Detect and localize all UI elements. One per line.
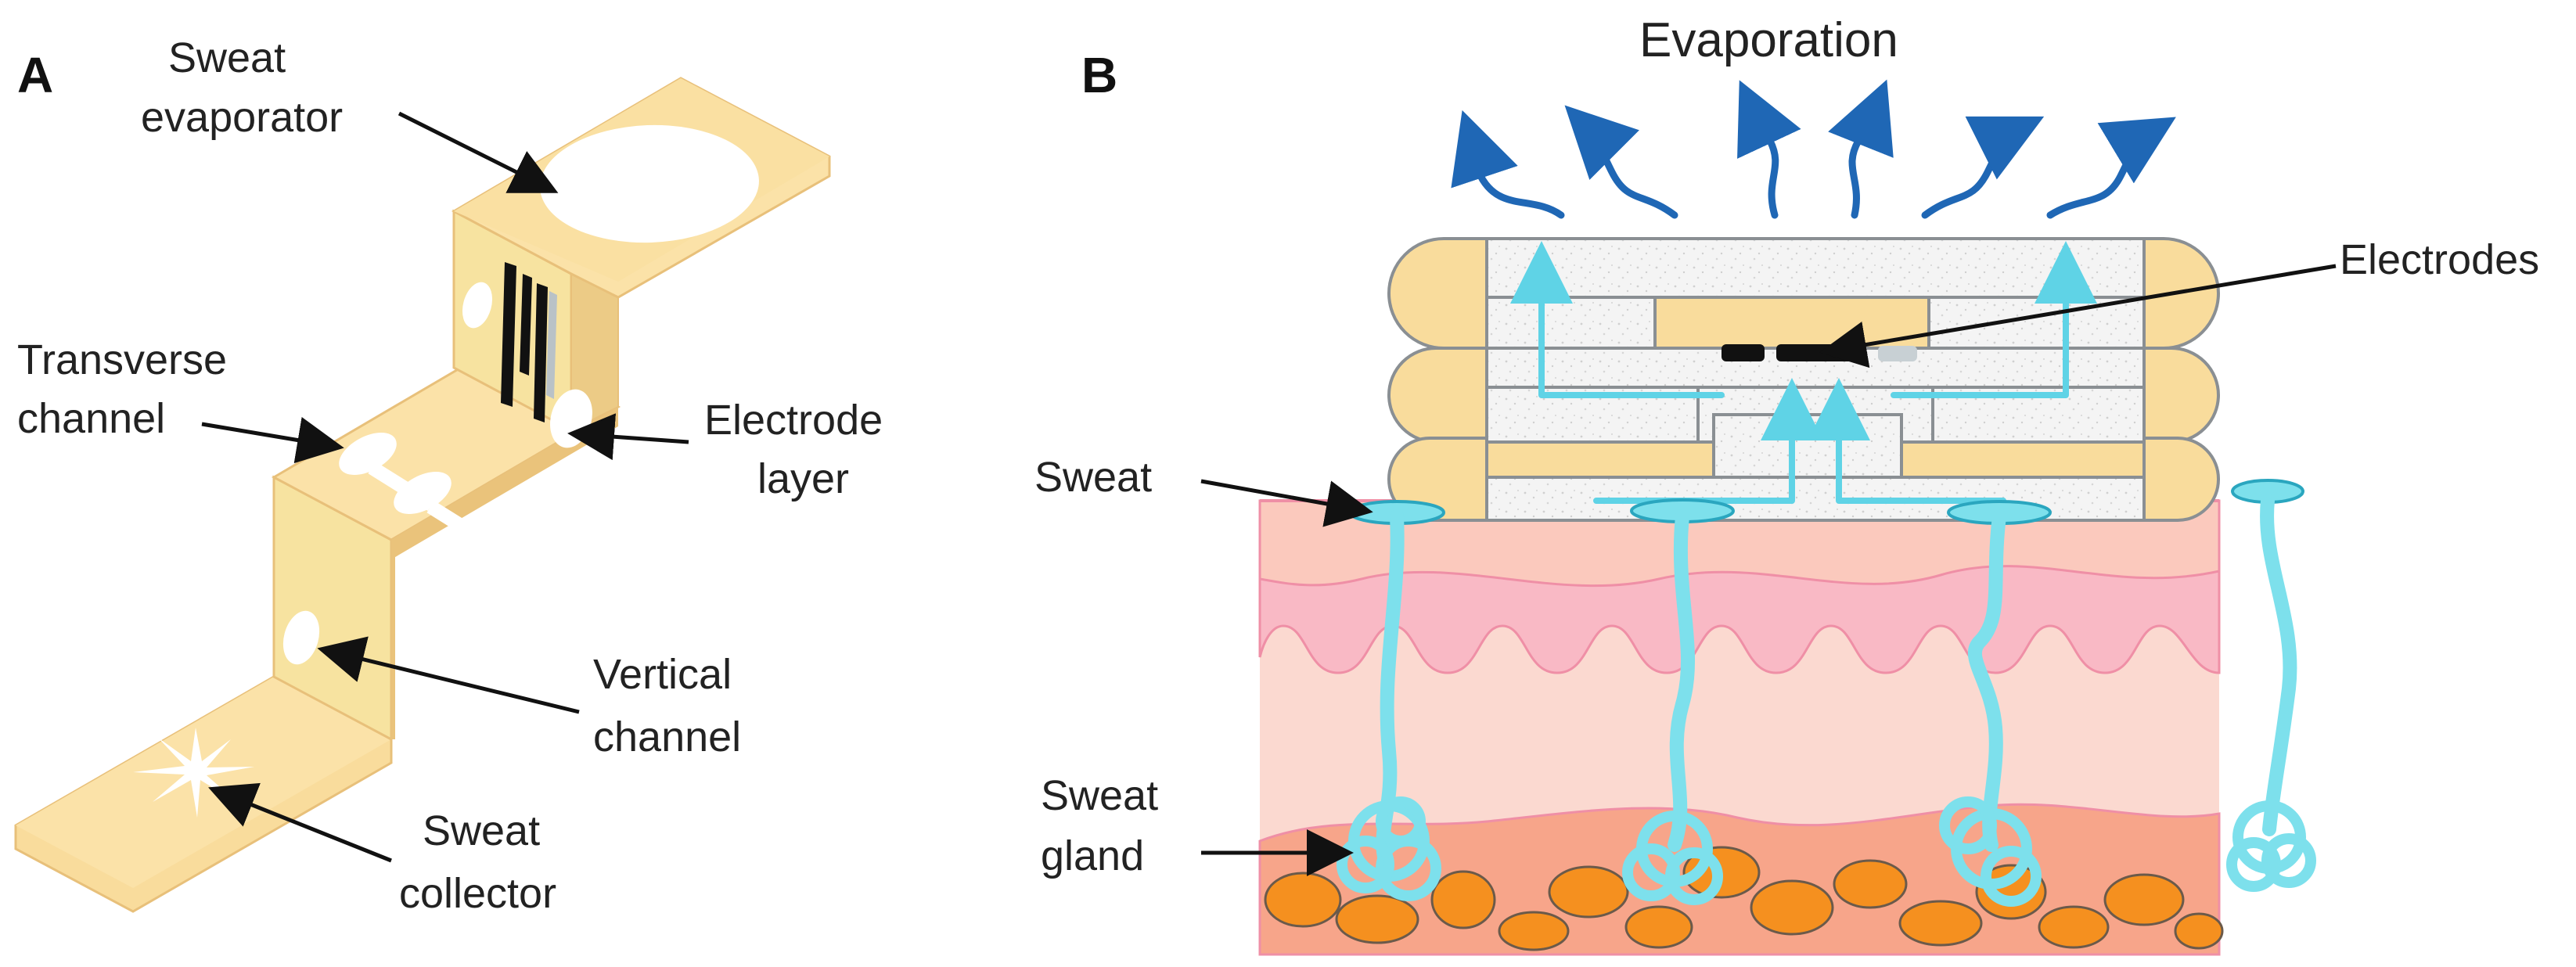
evaporation-arrows	[1451, 79, 2176, 219]
arrow-electrodes	[1819, 264, 2337, 368]
electrode-3	[1878, 346, 1917, 361]
label-evaporation: Evaporation	[1639, 13, 1898, 67]
evap-arrow-6	[2046, 117, 2176, 219]
sweat-glands	[1337, 479, 2316, 907]
label-sweat-gland: Sweat gland	[1041, 772, 1354, 879]
electrode-strips	[501, 262, 557, 422]
label-transverse-line2: channel	[17, 395, 165, 442]
label-sweat-evaporator: Sweat evaporator	[141, 34, 559, 193]
label-electrode-line2: layer	[757, 455, 849, 502]
electrode-panel-hole-left	[462, 282, 493, 329]
label-sweat-evaporator-line2: evaporator	[141, 94, 343, 141]
flow-left-up	[1510, 241, 1725, 398]
evap-arrow-1	[1451, 110, 1565, 219]
panel-b-label: B	[1081, 47, 1117, 103]
arrow-sweat-collector	[208, 782, 392, 863]
arrow-sweat-evaporator	[398, 111, 559, 193]
label-electrodes: Electrodes	[1819, 236, 2539, 368]
label-electrode-line1: Electrode	[704, 397, 883, 444]
arrow-electrode-layer	[567, 413, 689, 461]
label-collector-line1: Sweat	[423, 807, 540, 854]
device-inner	[1485, 237, 2146, 522]
collector-starburst	[133, 728, 254, 818]
evap-arrow-5	[1921, 116, 2045, 219]
label-collector-line2: collector	[399, 870, 556, 917]
device-electrodes	[1722, 344, 1917, 361]
label-vertical-line2: channel	[593, 714, 741, 760]
evaporator-hole	[540, 124, 759, 243]
evaporator-layer	[1485, 237, 2146, 299]
label-sweat-gland-line2: gland	[1041, 832, 1144, 879]
skin-cross-section	[1258, 499, 2224, 956]
arrow-vertical-channel	[317, 636, 580, 714]
label-transverse-channel: Transverse channel	[17, 336, 344, 464]
evap-arrow-4	[1828, 79, 1894, 219]
arrow-transverse-channel	[201, 416, 344, 464]
flow-right-up	[1891, 241, 2097, 398]
label-sweat-evaporator-line1: Sweat	[168, 34, 286, 81]
transverse-channel-holes	[339, 432, 510, 554]
evap-arrow-2	[1564, 105, 1678, 219]
label-electrode-layer: Electrode layer	[567, 397, 883, 502]
label-transverse-line1: Transverse	[17, 336, 227, 383]
panel-a: A	[14, 34, 883, 917]
label-sweat-text: Sweat	[1034, 454, 1152, 501]
vertical-channel-hole	[282, 610, 320, 665]
vertical-channel-side	[391, 540, 395, 739]
label-sweat: Sweat	[1034, 454, 1373, 527]
evap-arrow-3	[1737, 80, 1801, 219]
electrode-1	[1722, 344, 1765, 361]
arrow-sweat	[1200, 479, 1373, 527]
flow-center-right	[1808, 378, 2006, 504]
paper-device-stack	[1387, 237, 2220, 522]
label-sweat-collector: Sweat collector	[208, 782, 556, 917]
panel-a-label: A	[17, 47, 53, 103]
label-sweat-gland-line1: Sweat	[1041, 772, 1158, 819]
collector-top	[16, 677, 391, 888]
panel-b: B Evaporation	[1034, 13, 2539, 956]
label-vertical-channel: Vertical channel	[317, 636, 741, 760]
label-electrodes-text: Electrodes	[2340, 236, 2539, 283]
label-vertical-line1: Vertical	[593, 651, 732, 698]
paper-device	[14, 77, 831, 913]
